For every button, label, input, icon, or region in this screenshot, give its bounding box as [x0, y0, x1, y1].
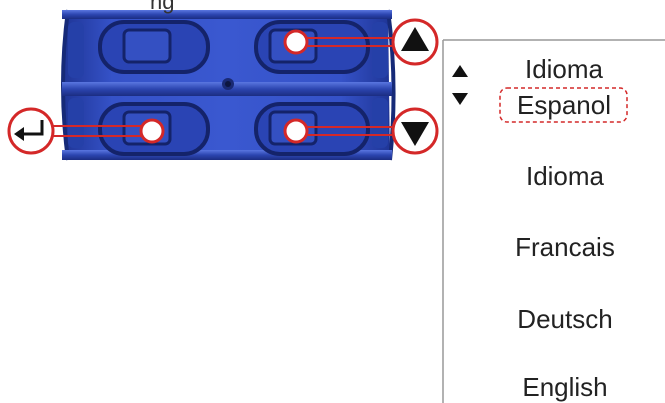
callout-lines	[53, 37, 393, 137]
down-triangle-icon	[391, 107, 439, 155]
callout-dot-enter	[139, 118, 165, 144]
callout-dot-down	[283, 118, 309, 144]
menu-current-label: Idioma	[524, 54, 604, 84]
menu-item-francais[interactable]: Francais	[515, 232, 615, 262]
callout-dot-up	[283, 29, 309, 55]
button-top-left[interactable]	[98, 20, 210, 74]
menu-item-deutsch[interactable]: Deutsch	[517, 304, 613, 334]
button-bottom-right[interactable]	[254, 102, 370, 156]
top-caption: ng	[150, 0, 175, 14]
menu-item-idioma[interactable]: Idioma	[525, 161, 605, 191]
enter-return-icon	[7, 107, 55, 155]
menu-item-english[interactable]: English	[522, 372, 608, 402]
up-triangle-icon	[391, 18, 439, 66]
display-panel	[442, 39, 665, 403]
menu-current-value[interactable]: Espanol	[517, 90, 611, 120]
scroll-up-down-icon	[452, 65, 468, 105]
screw-hole	[222, 78, 234, 90]
selection-highlight	[499, 87, 628, 123]
